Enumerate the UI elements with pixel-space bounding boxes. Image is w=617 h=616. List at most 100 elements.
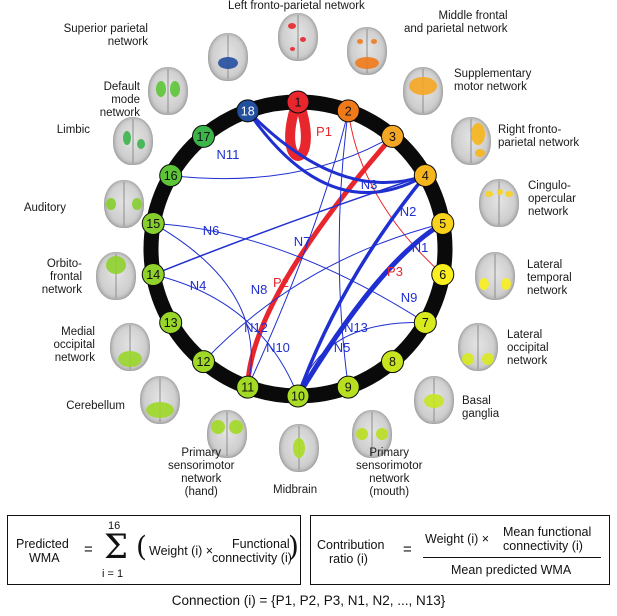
edge-n5 [338, 110, 349, 388]
activation-blob [355, 57, 379, 69]
edge-label-n3: N3 [361, 177, 378, 192]
node-circle [413, 311, 437, 334]
edge-label-n11: N11 [217, 147, 240, 162]
node-number: 14 [146, 268, 160, 282]
brain-thumbnail-11 [207, 410, 247, 458]
edge-label-p1: P1 [316, 124, 332, 139]
label-line: parietal network [498, 137, 580, 149]
sum-upper-bound: 16 [108, 520, 121, 532]
label-line: sensorimotor [356, 460, 423, 472]
activation-blob [106, 198, 116, 210]
brain-thumbnail-10 [279, 424, 319, 472]
node-18: 18 [236, 99, 260, 123]
label-line: Default [103, 81, 140, 93]
node-number: 13 [164, 316, 178, 330]
predicted-wma-formula-box: Predicted WMA = 16 Σ i = 1 ( Weight (i) … [7, 515, 301, 585]
label-line: Cerebellum [66, 400, 125, 412]
label-line: and parietal network [404, 23, 508, 35]
label-line: network [99, 107, 140, 119]
node-circle [159, 164, 183, 187]
weight-term: Weight (i) × [149, 544, 214, 558]
brain-thumbnail-7 [458, 323, 498, 371]
predicted-label-line1: Predicted [16, 537, 69, 551]
brain-thumbnail-14 [96, 252, 136, 300]
node-circle [336, 99, 360, 123]
activation-blob [357, 39, 363, 44]
edge-n3 [246, 109, 427, 184]
activation-blob [290, 47, 295, 51]
node-number: 15 [146, 217, 160, 231]
network-label-15: Auditory [24, 202, 66, 215]
label-line: (hand) [184, 486, 218, 498]
label-line: Primary [181, 447, 222, 459]
label-line: Basal [462, 395, 491, 407]
edge-p3 [347, 110, 444, 276]
ratio-numerator-fc-line2: connectivity (i) [503, 539, 583, 553]
node-number: 11 [241, 381, 254, 395]
fraction-bar [423, 557, 601, 559]
label-line: Auditory [23, 202, 66, 214]
brain-thumbnail-15 [104, 180, 144, 228]
node-number: 9 [345, 381, 352, 395]
label-line: Primary [369, 447, 410, 459]
edge-n12 [152, 274, 299, 397]
edge-label-n1: N1 [412, 240, 429, 255]
node-17: 17 [192, 124, 216, 148]
edge-label-p2: P2 [273, 275, 289, 290]
activation-blob [211, 420, 225, 434]
edge-label-n8: N8 [251, 282, 268, 297]
node-circle [431, 263, 455, 287]
node-number: 7 [422, 316, 429, 330]
label-line: network [181, 473, 222, 485]
activation-blob [300, 37, 306, 42]
activation-blob [475, 149, 485, 157]
node-number: 17 [197, 130, 211, 144]
activation-blob [356, 428, 368, 440]
connection-definition: Connection (i) = {P1, P2, P3, N1, N2, ..… [171, 593, 446, 608]
node-number: 8 [389, 355, 396, 369]
node-circle [236, 375, 260, 399]
node-number: 5 [439, 217, 446, 231]
node-5: 5 [431, 211, 455, 235]
node-number: 3 [389, 130, 396, 144]
node-13: 13 [159, 311, 183, 334]
node-circle [286, 384, 310, 408]
activation-blob [471, 123, 485, 145]
edge-n13 [297, 321, 426, 397]
brain-thumbnail-8 [414, 376, 454, 424]
label-line: temporal [527, 272, 572, 284]
node-number: 2 [345, 104, 352, 118]
activation-blob [123, 131, 131, 145]
network-label-12: Cerebellum [66, 400, 125, 413]
node-circle [141, 263, 165, 287]
activation-blob [218, 57, 238, 69]
activation-blob [501, 278, 511, 290]
label-line: Orbito- [46, 258, 82, 270]
open-paren: ( [136, 530, 147, 563]
network-ring [143, 94, 453, 404]
label-line: Lateral [507, 329, 543, 341]
brain-thumbnail-6 [475, 252, 515, 300]
brain-thumbnail-18 [208, 33, 248, 81]
node-10: 10 [286, 384, 310, 408]
ratio-denominator: Mean predicted WMA [451, 563, 572, 577]
label-line: ganglia [462, 408, 500, 420]
network-label-17: Limbic [57, 124, 90, 137]
label-line: Supplementary [454, 68, 532, 80]
node-6: 6 [431, 263, 455, 287]
ratio-label-line2: ratio (i) [329, 552, 368, 566]
activation-blob [132, 198, 142, 210]
label-line: Midbrain [273, 484, 318, 496]
label-line: network [54, 352, 95, 364]
node-1: 1 [286, 90, 310, 114]
